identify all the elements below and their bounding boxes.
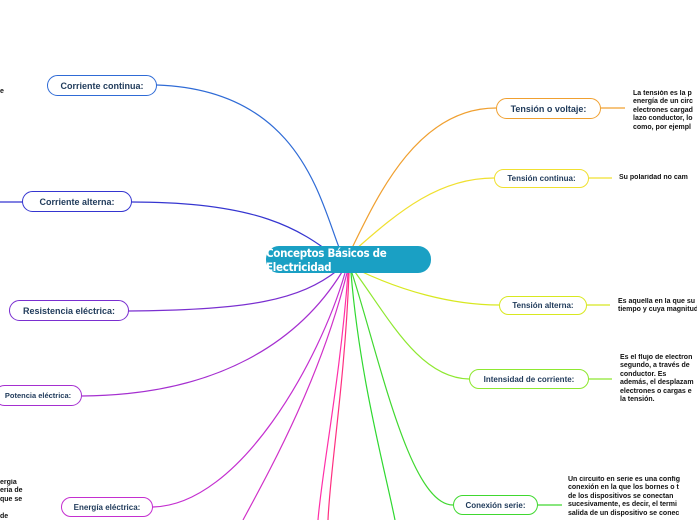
topic-label: Tensión alterna:	[512, 301, 574, 310]
note-corriente-continua: e	[0, 88, 4, 95]
note-tension-continua: Su polaridad no cam	[619, 174, 688, 181]
topic-corriente-alterna[interactable]: Corriente alterna:	[22, 191, 132, 212]
connector-bottom-4	[350, 272, 396, 520]
topic-resistencia-electrica[interactable]: Resistencia eléctrica:	[9, 300, 129, 321]
topic-intensidad-corriente[interactable]: Intensidad de corriente:	[469, 369, 589, 389]
connector-tension-continua	[354, 177, 612, 251]
connector-tension-voltaje	[351, 107, 625, 249]
topic-label: Corriente alterna:	[39, 196, 115, 207]
note-tension-voltaje: La tensión es la p energía de un circ el…	[633, 90, 693, 131]
connector-bottom-1	[242, 272, 348, 520]
connector-energia-electrica	[152, 272, 346, 508]
topic-label: Energía eléctrica:	[73, 502, 141, 512]
topic-conexion-serie[interactable]: Conexión serie:	[453, 495, 538, 515]
connector-corriente-alterna	[0, 201, 336, 257]
note-intensidad-corriente: Es el flujo de electron segundo, a travé…	[620, 354, 694, 404]
central-topic[interactable]: Conceptos Básicos de Electricidad	[266, 245, 431, 274]
connector-potencia-electrica	[81, 271, 343, 397]
topic-tension-voltaje[interactable]: Tensión o voltaje:	[496, 98, 601, 119]
topic-label: Tensión continua:	[507, 174, 576, 183]
topic-energia-electrica[interactable]: Energía eléctrica:	[61, 497, 153, 517]
connector-bottom-3	[327, 272, 350, 520]
central-topic-label: Conceptos Básicos de Electricidad	[266, 245, 387, 274]
connector-tension-alterna	[357, 269, 610, 306]
topic-label: Conexión serie:	[465, 500, 526, 510]
connector-corriente-continua	[47, 84, 341, 251]
connector-conexion-serie	[351, 272, 562, 506]
topic-label: Resistencia eléctrica:	[22, 305, 116, 316]
connector-intensidad-corriente	[354, 271, 612, 380]
topic-label: Corriente continua:	[60, 80, 144, 91]
topic-label: Tensión o voltaje:	[510, 103, 587, 114]
note-energia-electrica: ergía eria de que se de	[0, 479, 23, 520]
topic-label: Intensidad de corriente:	[483, 374, 575, 384]
note-conexion-serie: Un circuito en serie es una config conex…	[568, 476, 681, 517]
topic-tension-alterna[interactable]: Tensión alterna:	[499, 296, 587, 315]
topic-tension-continua[interactable]: Tensión continua:	[494, 169, 589, 188]
topic-label: Potencia eléctrica:	[4, 391, 72, 400]
connector-resistencia-electrica	[9, 269, 339, 312]
topic-corriente-continua[interactable]: Corriente continua:	[47, 75, 157, 96]
topic-potencia-electrica[interactable]: Potencia eléctrica:	[0, 385, 82, 406]
note-tension-alterna: Es aquella en la que su tiempo y cuya ma…	[618, 298, 697, 314]
connector-bottom-2	[317, 272, 349, 520]
